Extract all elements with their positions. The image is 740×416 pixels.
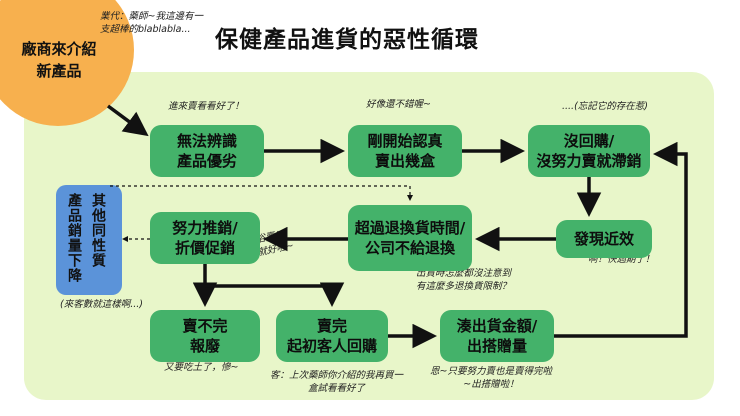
note-sales-line2: 支超棒的blablabla... — [100, 24, 191, 35]
box-pad-order: 湊出貨金額/ 出搭贈量 — [440, 310, 554, 362]
box-past-return: 超過退換貨時間/ 公司不給退換 — [348, 205, 472, 271]
note-expiring: 啊！快過期了！ — [588, 254, 655, 265]
box-first-sell: 剛開始認真 賣出幾盒 — [348, 125, 462, 177]
note-must-sell-line1: 恩~只要努力賣也是賣得完啦 — [430, 366, 552, 377]
box-no-rebuy: 沒回購/ 沒努力賣就滯銷 — [528, 125, 650, 177]
box-competitors: 其他同性質 產品銷量下降 — [56, 185, 122, 295]
note-customer-line2: 盒試看看好了 — [308, 383, 366, 394]
start-label-line1: 廠商來介紹 — [21, 40, 97, 58]
start-label-line2: 新產品 — [36, 62, 82, 80]
arrow-start-to-identify — [106, 104, 149, 137]
box-sold-out: 賣完 起初客人回購 — [276, 310, 388, 362]
arrow-pad-to-no-rebuy — [554, 141, 688, 338]
diagram-title: 保健產品進貨的惡性循環 — [215, 27, 479, 53]
arrow-push-to-sold — [205, 282, 345, 307]
note-sells-ok: 好像還不錯喔~ — [366, 99, 431, 110]
competitors-col1: 產品銷量下降 — [66, 193, 82, 283]
note-customers: (來客數就這樣啊...) — [60, 299, 143, 310]
note-must-sell: 恩~只要努力賣也是賣得完啦 ~出搭贈啦！ — [430, 365, 552, 391]
note-return-line1: 出貨時怎麼都沒注意到 — [416, 268, 512, 279]
competitors-col2: 其他同性質 — [90, 193, 106, 268]
box-cannot-identify: 無法辨識 產品優劣 — [150, 125, 264, 177]
box-unsold-scrap: 賣不完 報廢 — [150, 310, 260, 362]
note-ate-dirt: 又要吃土了，慘~ — [164, 362, 239, 373]
note-return-limits: 出貨時怎麼都沒注意到 有這麼多退換貨限制？ — [416, 267, 511, 293]
note-sales-line1: 業代：藥師~我這邊有一 — [100, 11, 203, 22]
note-forgot: ....(忘記它的存在惹) — [562, 101, 648, 112]
note-must-sell-line2: ~出搭贈啦！ — [463, 379, 519, 390]
note-let-me-buy: 進來賣看看好了！ — [168, 101, 245, 112]
dotted-arrow-competitors-to-past-return — [110, 185, 413, 201]
box-push-sales: 努力推銷/ 折價促銷 — [150, 212, 260, 264]
box-found-expiry: 發現近效 — [556, 220, 652, 258]
note-return-line2: 有這麼多退換貨限制？ — [416, 281, 512, 292]
note-customer-line1: 客：上次藥師你介紹的我再買一 — [270, 370, 404, 381]
note-customer-rebuy: 客：上次藥師你介紹的我再買一 盒試看看好了 — [270, 369, 403, 395]
note-sales-rep: 業代：藥師~我這邊有一 支超棒的blablabla... — [100, 10, 203, 36]
